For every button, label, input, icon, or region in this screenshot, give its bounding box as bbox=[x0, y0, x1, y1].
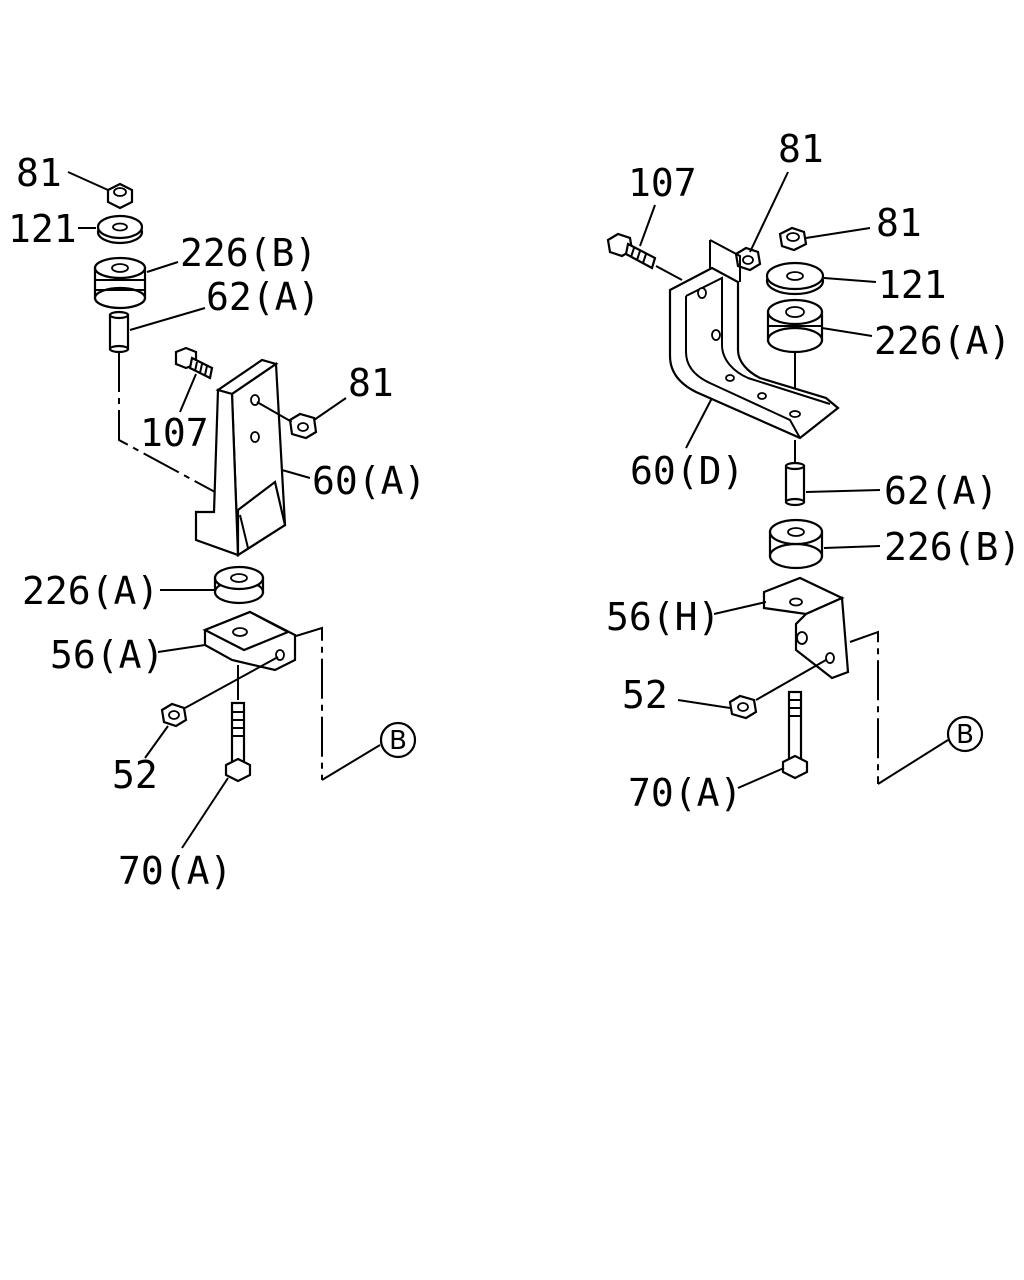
nut-52-left bbox=[160, 702, 188, 728]
svg-text:B: B bbox=[389, 726, 407, 756]
rubber-226b-left bbox=[93, 256, 147, 310]
bolt-70a-left bbox=[224, 701, 252, 783]
callout-81-side-left: 81 bbox=[348, 361, 394, 405]
bracket-60a bbox=[194, 358, 287, 558]
rubber-226a-left bbox=[213, 565, 265, 605]
callout-62a-left: 62(A) bbox=[206, 275, 320, 319]
callout-56a: 56(A) bbox=[50, 633, 164, 677]
plate-56a bbox=[202, 610, 297, 672]
svg-text:B: B bbox=[956, 720, 974, 750]
rubber-226b-right bbox=[768, 518, 824, 570]
bracket-60d bbox=[668, 239, 840, 440]
callout-226a-right: 226(A) bbox=[874, 319, 1011, 363]
rubber-226a-right bbox=[766, 298, 824, 354]
nut-52-right bbox=[728, 694, 758, 720]
callout-52-right: 52 bbox=[622, 673, 668, 717]
callout-62a-right: 62(A) bbox=[884, 469, 998, 513]
callout-107-left: 107 bbox=[140, 411, 209, 455]
bolt-107-left bbox=[174, 346, 214, 380]
callout-52-left: 52 bbox=[112, 753, 158, 797]
reference-b-left: B bbox=[379, 721, 417, 759]
callout-60a: 60(A) bbox=[312, 459, 426, 503]
right-assembly: B 107 81 81 121 226(A) 60(D) 62(A) 226(B… bbox=[606, 127, 1021, 815]
left-assembly: B 81 121 226(B) 62(A) 107 81 60(A) 226(A… bbox=[8, 151, 426, 893]
callout-81-top-left: 81 bbox=[16, 151, 62, 195]
reference-b-right: B bbox=[946, 715, 984, 753]
callout-107-right: 107 bbox=[628, 161, 697, 205]
callout-81-side-right: 81 bbox=[778, 127, 824, 171]
nut-81-side-right bbox=[734, 246, 762, 272]
callout-121-left: 121 bbox=[8, 207, 77, 251]
washer-121-right bbox=[765, 261, 825, 296]
callout-70a-right: 70(A) bbox=[628, 771, 742, 815]
callout-226b-left: 226(B) bbox=[180, 231, 317, 275]
spacer-62a-left bbox=[108, 310, 130, 354]
callout-226a-left: 226(A) bbox=[22, 569, 159, 613]
nut-81-top-left bbox=[106, 182, 134, 210]
callout-226b-right: 226(B) bbox=[884, 525, 1021, 569]
plate-56h bbox=[762, 576, 850, 680]
spacer-62a-right bbox=[784, 461, 806, 507]
bolt-107-right bbox=[606, 232, 657, 270]
nut-81-top-right bbox=[778, 226, 808, 252]
callout-70a-left: 70(A) bbox=[118, 849, 232, 893]
washer-121-left bbox=[96, 214, 144, 245]
bolt-70a-right bbox=[781, 690, 809, 780]
callout-81-top-right: 81 bbox=[876, 201, 922, 245]
callout-56h: 56(H) bbox=[606, 595, 720, 639]
callout-121-right: 121 bbox=[878, 263, 947, 307]
callout-60d: 60(D) bbox=[630, 449, 744, 493]
nut-81-side-left bbox=[288, 412, 318, 440]
